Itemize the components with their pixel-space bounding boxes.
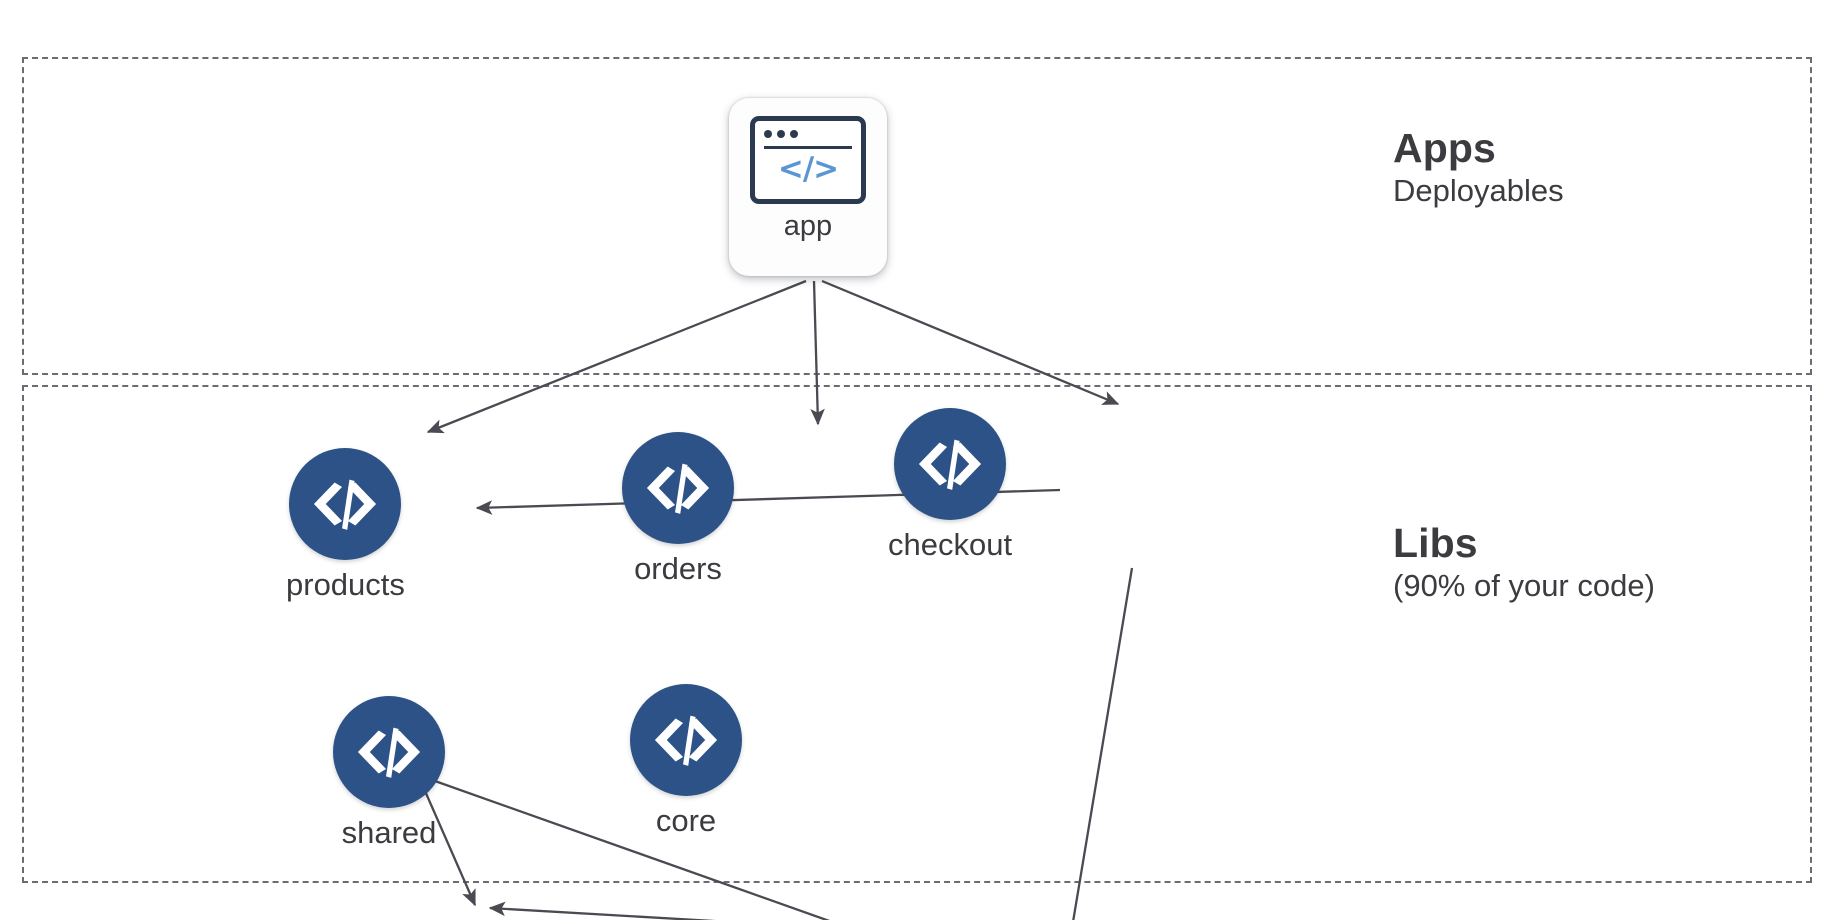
region-box-apps xyxy=(22,57,1812,375)
region-subtitle-apps: Deployables xyxy=(1393,173,1564,209)
code-icon xyxy=(289,448,402,560)
node-label-checkout: checkout xyxy=(888,527,1013,562)
node-label-core: core xyxy=(655,803,717,838)
node-products[interactable]: products xyxy=(286,448,405,600)
node-label-orders: orders xyxy=(634,551,722,586)
code-icon xyxy=(333,696,445,808)
node-checkout[interactable]: checkout xyxy=(888,408,1012,560)
node-app[interactable]: </> app xyxy=(729,98,887,276)
node-core[interactable]: core xyxy=(630,684,742,836)
code-icon xyxy=(894,408,1007,520)
browser-separator-line xyxy=(764,146,852,149)
node-label-shared: shared xyxy=(341,815,437,850)
code-icon xyxy=(622,432,734,544)
region-legend-libs: Libs (90% of your code) xyxy=(1393,521,1655,606)
region-title-apps: Apps xyxy=(1393,125,1496,171)
node-label-app: app xyxy=(783,210,833,242)
node-shared[interactable]: shared xyxy=(333,696,445,848)
region-legend-apps: Apps Deployables xyxy=(1393,126,1564,211)
node-orders[interactable]: orders xyxy=(622,432,734,584)
code-icon xyxy=(630,684,742,796)
region-title-libs: Libs xyxy=(1393,520,1478,566)
node-label-products: products xyxy=(286,567,405,602)
code-glyph-icon: </> xyxy=(777,151,839,187)
edge-orders-to-shared xyxy=(488,901,717,920)
browser-dots-icon xyxy=(764,130,798,138)
region-subtitle-libs: (90% of your code) xyxy=(1393,568,1655,604)
browser-window-code-icon: </> xyxy=(750,116,866,204)
